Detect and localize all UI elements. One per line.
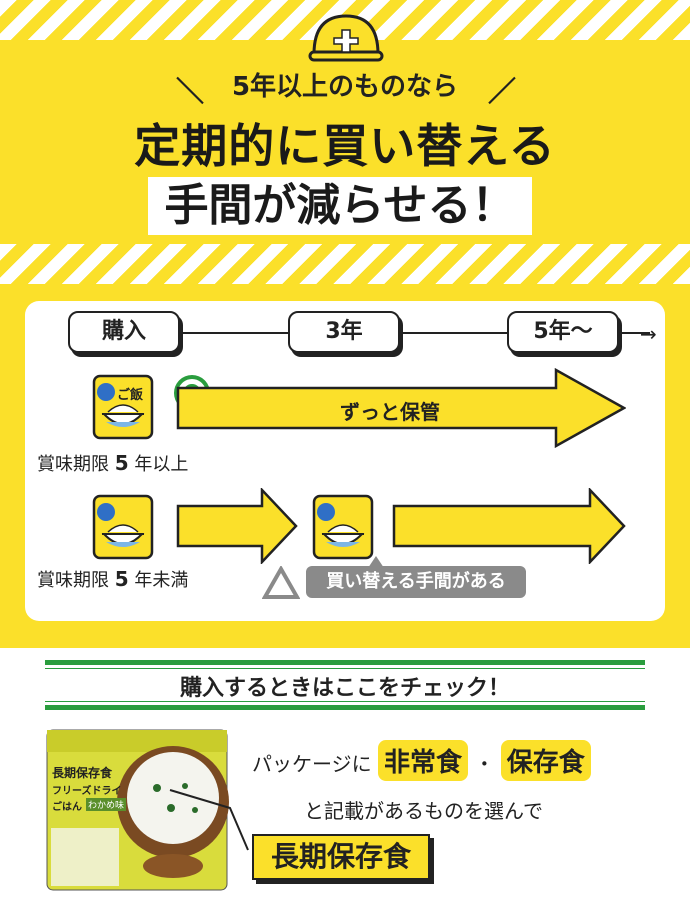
condition-5plus: 賞味期限 5 年以上 (37, 450, 188, 476)
product-sub2: ごはん (52, 802, 82, 813)
timeline-arrow-icon: → (640, 322, 657, 346)
rice-pack-icon (92, 374, 154, 440)
keep-storing-text: ずっと保管 (340, 400, 440, 424)
product-flavor: わかめ味 (86, 798, 127, 811)
condition-value: 5 (114, 451, 129, 475)
condition-suffix: 年未満 (128, 570, 189, 591)
condition-under5: 賞味期限 5 年未満 (37, 566, 188, 592)
triangle-icon (262, 566, 300, 599)
middle-stripe (0, 244, 690, 284)
timeline-label-3year: 3年 (288, 311, 400, 353)
replace-effort-callout: 買い替える手間がある (306, 556, 526, 598)
product-sub1: フリーズドライ (52, 786, 122, 797)
note-line2: と記載があるものを選んで (304, 799, 543, 823)
subtitle: 5年以上のものなら (231, 72, 459, 102)
short-arrow-2 (392, 488, 626, 564)
short-arrow-1 (176, 488, 298, 564)
tag-emergency-food: 非常食 (377, 740, 468, 781)
condition-suffix: 年以上 (128, 454, 189, 475)
long-term-storage-stamp: 長期保存食 (252, 834, 430, 880)
check-title: 購入するときはここをチェック！ (179, 676, 510, 701)
product-name: 長期保存食 (52, 766, 113, 780)
timeline-line (180, 332, 650, 334)
title-line2: 手間が減らせる！ (164, 180, 516, 231)
condition-prefix: 賞味期限 (37, 454, 115, 475)
condition-prefix: 賞味期限 (37, 570, 115, 591)
check-banner (45, 660, 645, 710)
long-arrow (176, 368, 626, 448)
timeline-label-5year: 5年〜 (507, 311, 619, 353)
timeline-label-purchase: 購入 (68, 311, 180, 353)
left-slash: ＼ (176, 75, 205, 108)
right-slash: ／ (488, 75, 517, 108)
note-line1: パッケージに 非常食 ・ 保存食 (252, 740, 591, 781)
separator: ・ (474, 752, 495, 776)
title-line1: 定期的に買い替える (134, 119, 556, 173)
rice-pack-icon (92, 494, 154, 560)
title-line2-box: 手間が減らせる！ (148, 177, 532, 235)
helmet-icon (308, 14, 384, 62)
rice-pack-icon (312, 494, 374, 560)
pack-label: ご飯 (117, 388, 144, 403)
condition-value: 5 (114, 567, 129, 591)
note-prefix: パッケージに (252, 752, 372, 776)
tag-preserved-food: 保存食 (500, 740, 591, 781)
